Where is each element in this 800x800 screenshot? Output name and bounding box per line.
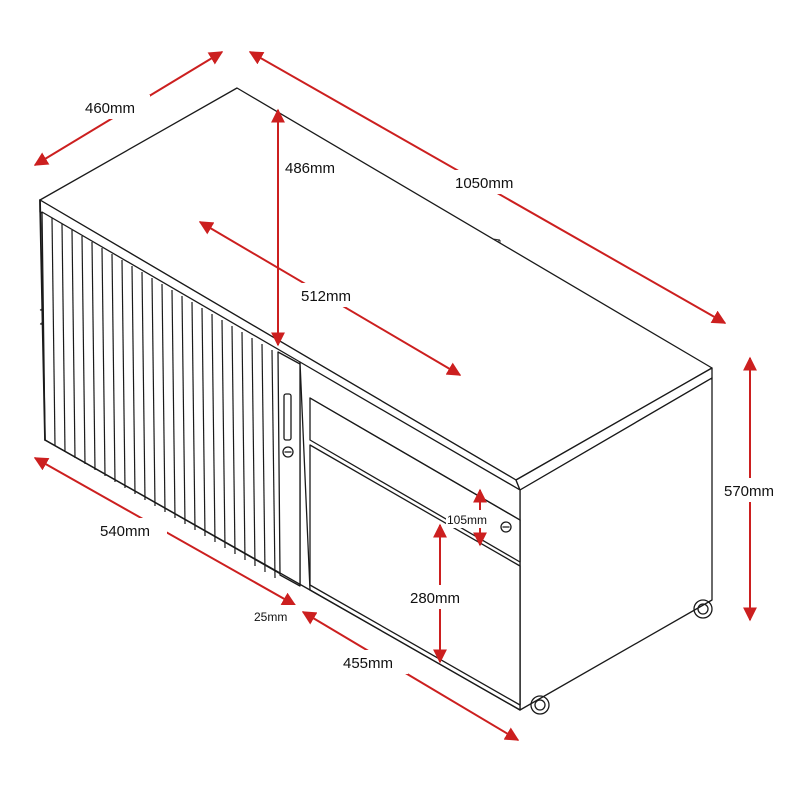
label-file-drawer-height: 280mm (410, 590, 460, 607)
castor-front (530, 695, 550, 715)
label-inner-width: 512mm (301, 288, 351, 305)
castor-back (693, 599, 713, 619)
tambour-lock[interactable] (282, 446, 294, 458)
label-masks (80, 95, 789, 674)
label-depth: 460mm (85, 100, 135, 117)
label-inner-height: 486mm (285, 160, 335, 177)
dimension-labels: 460mm 1050mm 486mm 512mm 570mm 540mm 25m… (85, 100, 774, 672)
cabinet (39, 87, 713, 715)
tambour-handle[interactable] (283, 393, 292, 441)
tambour-handle-strip (277, 351, 301, 587)
label-width: 1050mm (455, 175, 513, 192)
label-pedestal-width: 455mm (343, 655, 393, 672)
label-tambour-width: 540mm (100, 523, 150, 540)
drawer-lock[interactable] (500, 521, 512, 533)
label-height: 570mm (724, 483, 774, 500)
label-drawer-height: 105mm (447, 513, 487, 527)
arrow-pedestal-width (301, 611, 520, 741)
label-gap: 25mm (254, 610, 287, 624)
